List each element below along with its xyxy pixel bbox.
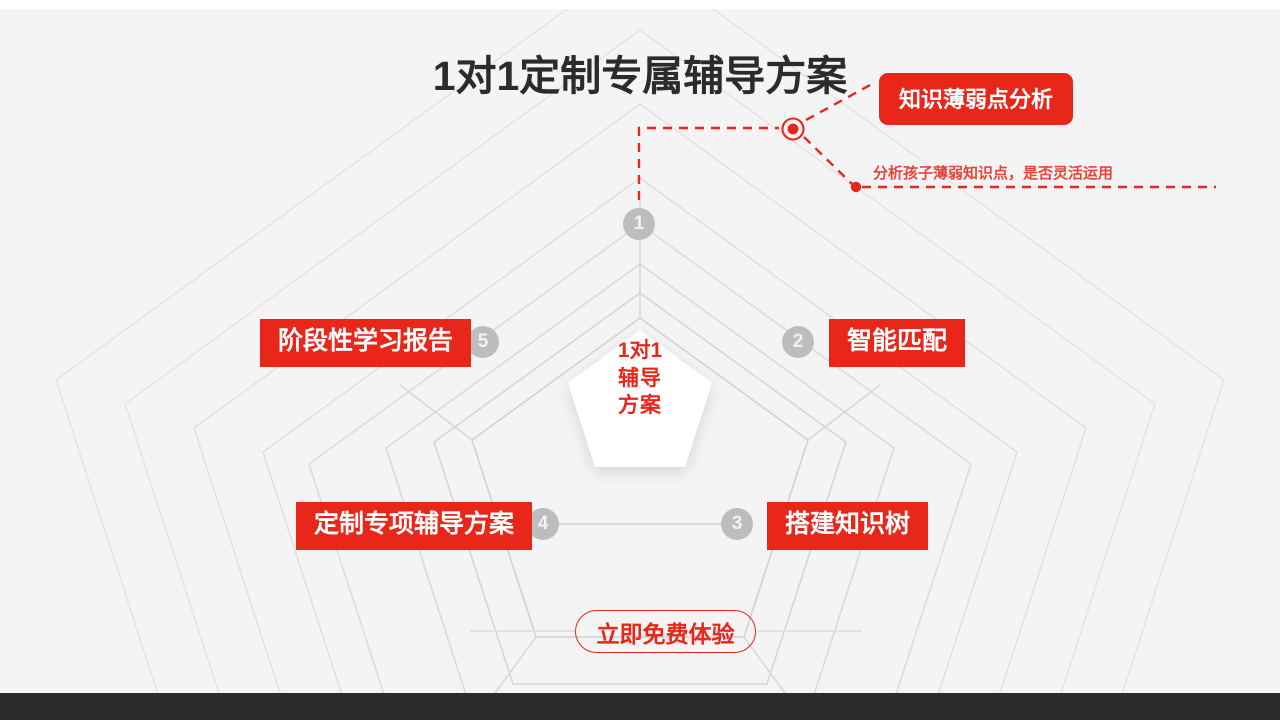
bottom-dark-band <box>0 693 1280 720</box>
pentagon-ring-outer-4 <box>124 29 1156 720</box>
pentagon-spokes <box>399 200 881 701</box>
step-badge-2[interactable]: 2 <box>782 326 814 358</box>
callout-label[interactable]: 知识薄弱点分析 <box>879 73 1074 125</box>
center-line-1: 1对1 <box>617 339 663 362</box>
free-trial-button[interactable]: 立即免费体验 <box>575 610 756 653</box>
note-dot-marker <box>850 181 862 193</box>
pentagon-ring-outer-5 <box>55 0 1225 720</box>
step-label-2[interactable]: 智能匹配 <box>829 319 966 367</box>
pentagon-ring-outer-3 <box>193 103 1087 720</box>
callout-note: 分析孩子薄弱知识点，是否灵活运用 <box>873 165 1114 182</box>
center-line-3: 方案 <box>618 394 662 418</box>
top-white-strip <box>0 0 1280 9</box>
center-pentagon <box>568 330 712 467</box>
center-pentagon-text: 1对1 辅导 方案 <box>592 337 688 420</box>
pentagon-ring-outer-1 <box>308 223 972 720</box>
pentagon-ring-outer-2 <box>262 177 1018 720</box>
center-line-2: 辅导 <box>618 366 662 390</box>
target-dot-marker <box>781 117 805 141</box>
step-badge-4[interactable]: 4 <box>527 508 559 540</box>
step-badge-3[interactable]: 3 <box>721 508 753 540</box>
step-badge-5[interactable]: 5 <box>467 326 499 358</box>
step-label-4[interactable]: 定制专项辅导方案 <box>296 502 533 550</box>
pentagon-ring-inner-1 <box>471 317 809 638</box>
step-label-3[interactable]: 搭建知识树 <box>767 502 929 550</box>
pentagon-ring-inner-2 <box>433 292 847 685</box>
pentagon-ring-inner-3 <box>385 263 895 720</box>
step-badge-1[interactable]: 1 <box>623 208 655 240</box>
step-label-5[interactable]: 阶段性学习报告 <box>260 319 472 367</box>
page-title: 1对1定制专属辅导方案 <box>432 53 848 99</box>
callout-leader-dashed <box>637 82 1216 200</box>
